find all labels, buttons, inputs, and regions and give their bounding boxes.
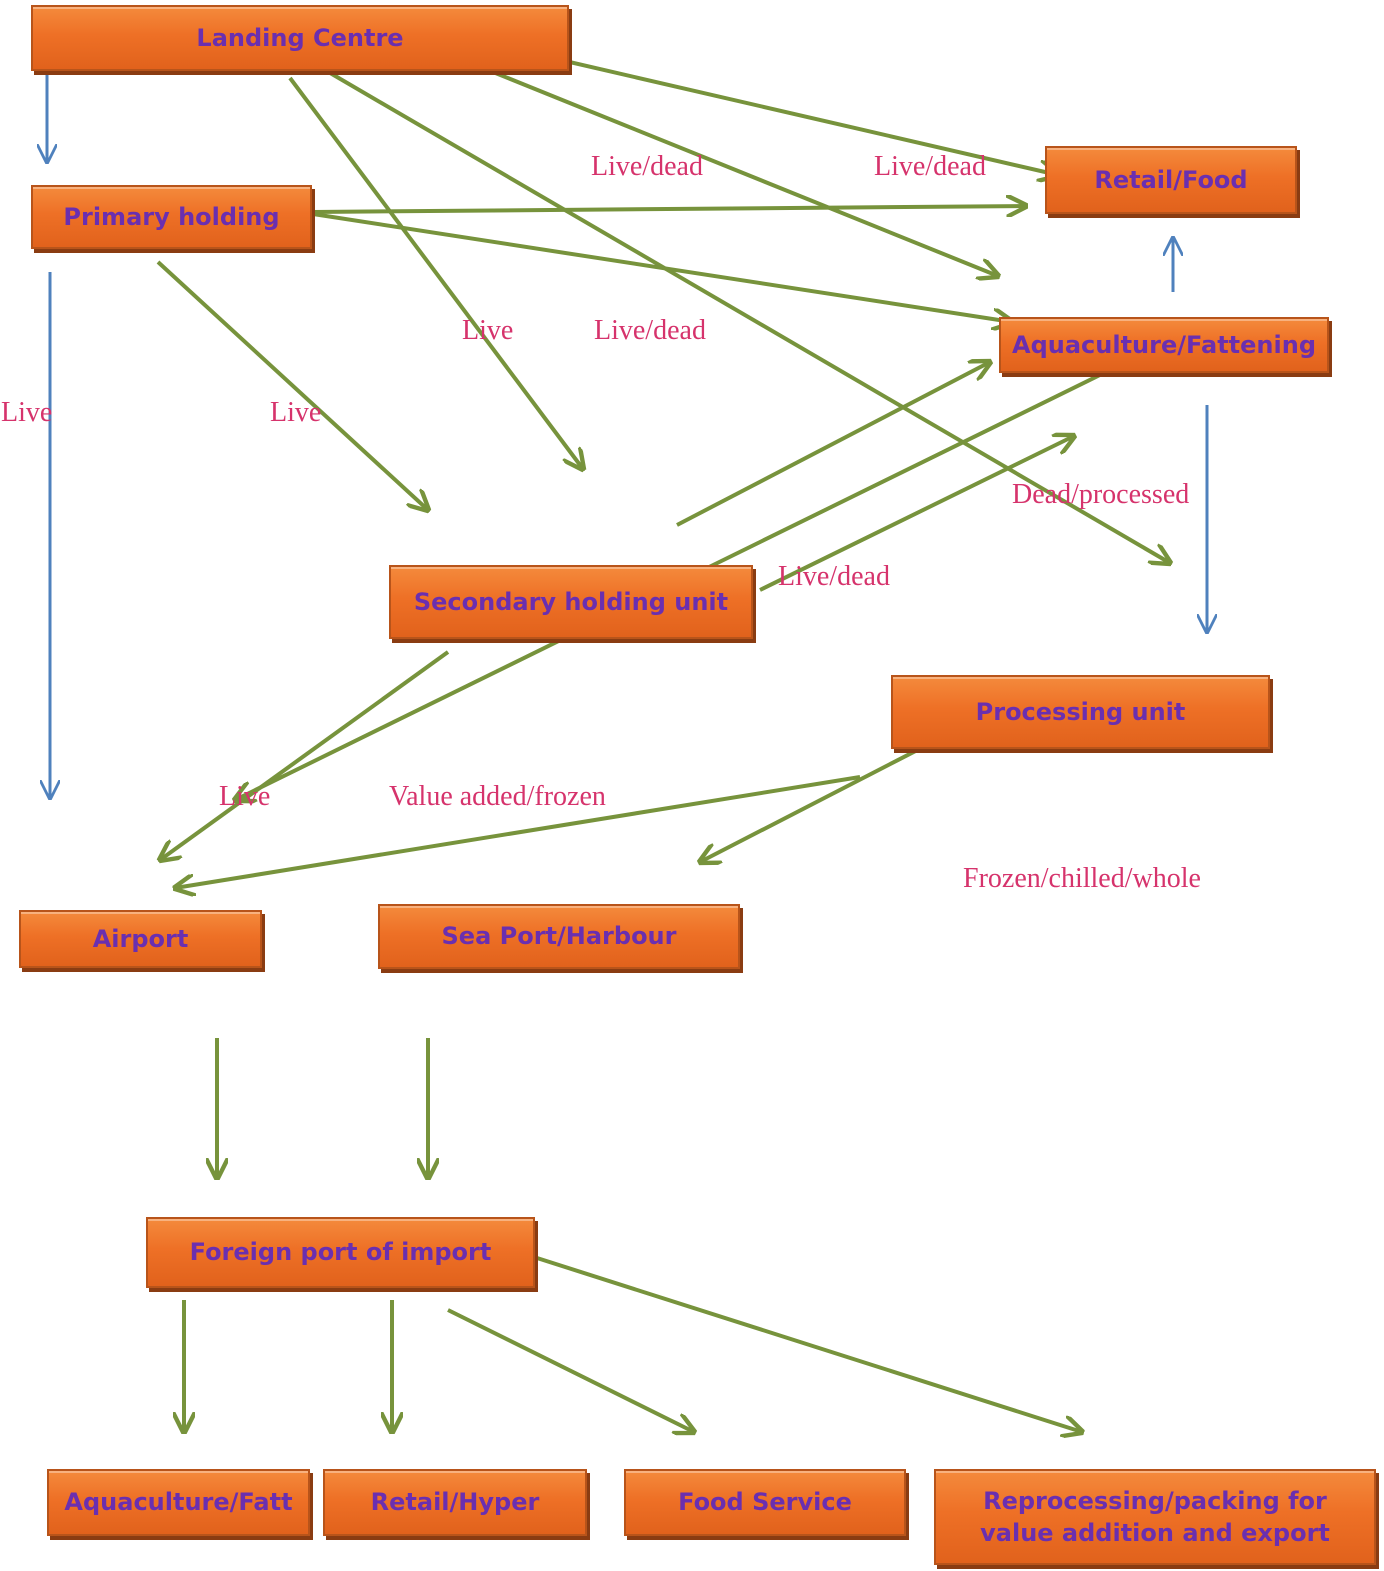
- edge-label-live-4: Live: [219, 781, 271, 812]
- node-sea-port-harbour: Sea Port/Harbour: [378, 904, 740, 969]
- edge-label-value-added-frozen: Value added/frozen: [389, 781, 606, 812]
- arrow-foreign-to-food-service: [447, 1308, 694, 1432]
- node-processing-unit: Processing unit: [891, 675, 1270, 749]
- edge-label-live-dead-4: Live/dead: [778, 561, 890, 592]
- node-food-service: Food Service: [624, 1469, 906, 1536]
- node-foreign-port-of-import-label: Foreign port of import: [189, 1238, 492, 1267]
- arrow-landing-to-secondary: [288, 76, 583, 469]
- node-retail-hyper-label: Retail/Hyper: [370, 1488, 540, 1517]
- arrow-landing-to-processing: [323, 68, 1170, 563]
- node-foreign-port-of-import: Foreign port of import: [146, 1217, 535, 1288]
- edge-label-dead-processed: Dead/processed: [1012, 479, 1190, 510]
- edge-label-live-3: Live: [270, 397, 322, 428]
- edge-label-live-dead-3: Live/dead: [594, 315, 706, 346]
- node-landing-centre-label: Landing Centre: [196, 23, 404, 52]
- arrow-landing-to-retail: [534, 52, 1058, 175]
- node-primary-holding-label: Primary holding: [63, 202, 280, 231]
- arrow-landing-to-aquaculture: [487, 68, 998, 276]
- arrow-secondary-to-aquaculture-2: [759, 436, 1074, 592]
- arrow-primary-to-aquaculture: [312, 212, 1012, 322]
- node-secondary-holding-unit: Secondary holding unit: [389, 565, 753, 639]
- arrow-secondary-to-aquaculture: [676, 362, 990, 527]
- node-reprocessing-packing: Reprocessing/packing for value addition …: [934, 1469, 1376, 1565]
- arrow-secondary-to-airport: [160, 650, 450, 860]
- node-airport: Airport: [19, 910, 262, 968]
- edge-label-live-dead-2: Live/dead: [874, 151, 986, 182]
- node-airport-label: Airport: [92, 924, 189, 953]
- node-aquaculture-fattening: Aquaculture/Fattening: [999, 317, 1329, 373]
- edge-label-live-dead-1: Live/dead: [591, 151, 703, 182]
- node-processing-unit-label: Processing unit: [975, 697, 1186, 726]
- node-landing-centre: Landing Centre: [31, 5, 569, 71]
- node-aquaculture-fatt-label: Aquaculture/Fatt: [64, 1488, 293, 1517]
- node-aquaculture-fattening-label: Aquaculture/Fattening: [1012, 330, 1316, 359]
- edge-label-live-2: Live: [1, 397, 53, 428]
- node-primary-holding: Primary holding: [31, 185, 312, 249]
- arrow-primary-to-secondary: [156, 260, 428, 510]
- edge-label-live-1: Live: [462, 315, 514, 346]
- node-food-service-label: Food Service: [678, 1488, 852, 1517]
- arrow-primary-to-retail: [312, 206, 1026, 212]
- node-aquaculture-fatt: Aquaculture/Fatt: [47, 1469, 310, 1536]
- node-secondary-holding-unit-label: Secondary holding unit: [413, 587, 729, 616]
- arrow-foreign-to-reprocessing: [536, 1256, 1082, 1432]
- node-sea-port-harbour-label: Sea Port/Harbour: [441, 922, 677, 951]
- node-reprocessing-packing-label: Reprocessing/packing for value addition …: [980, 1486, 1330, 1547]
- node-retail-hyper: Retail/Hyper: [323, 1469, 587, 1536]
- edge-label-frozen-chilled-whole: Frozen/chilled/whole: [963, 863, 1201, 894]
- arrow-processing-to-airport: [175, 775, 861, 888]
- node-retail-food: Retail/Food: [1045, 146, 1297, 214]
- node-retail-food-label: Retail/Food: [1094, 165, 1248, 194]
